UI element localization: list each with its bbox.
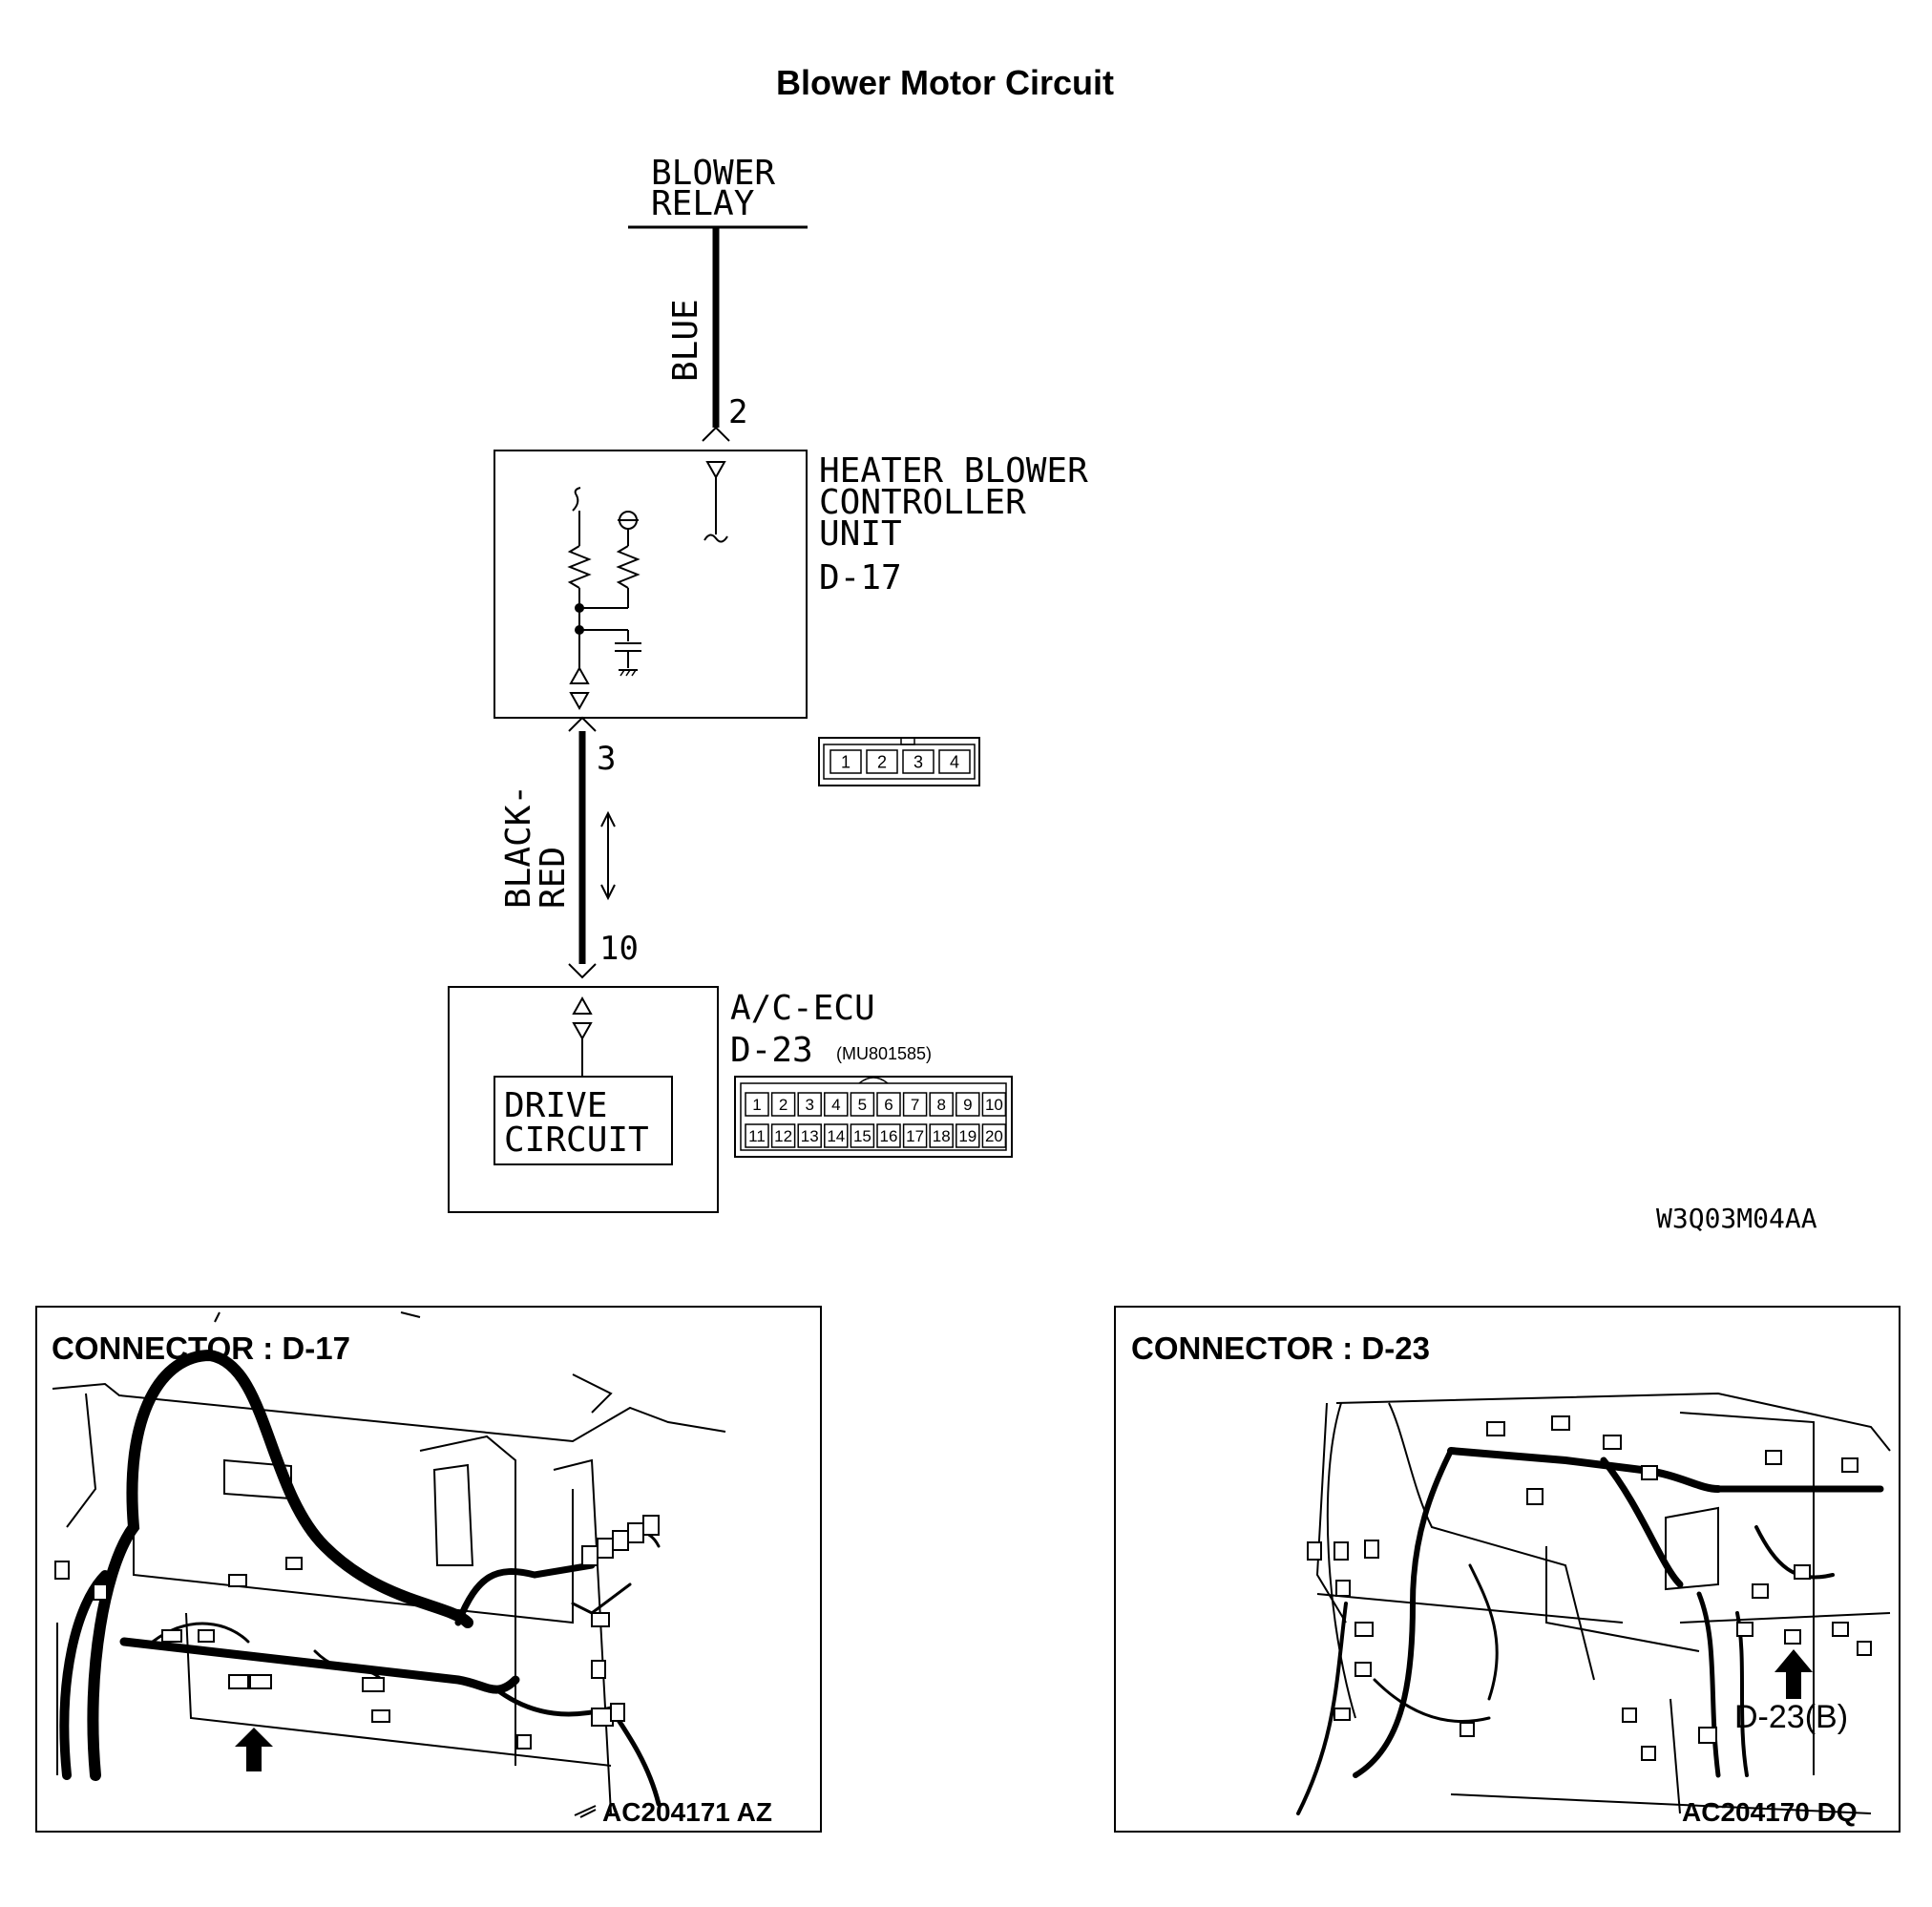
ecu-part-number: (MU801585): [836, 1044, 932, 1063]
wire-terminal-2: [702, 426, 730, 442]
ecu-terminal-10-out: [572, 1022, 593, 1041]
controller-terminal-3-out: [569, 692, 590, 711]
drive-circuit-line1: DRIVE: [504, 1086, 607, 1125]
d23-pin-15: 15: [853, 1127, 872, 1145]
connector-d17-panel-code: AC204171 AZ: [602, 1797, 772, 1827]
ecu-name: A/C-ECU: [730, 989, 875, 1028]
d23-pin-16: 16: [880, 1127, 898, 1145]
d23-pin-1: 1: [752, 1096, 761, 1114]
connector-blocks-left: [54, 1515, 660, 1750]
pin-3-label: 3: [597, 740, 616, 778]
connector-blocks-right: [1307, 1415, 1872, 1761]
pin-10-label: 10: [599, 930, 639, 968]
connector-d23-panel-label: CONNECTOR : D-23: [1131, 1331, 1430, 1366]
controller-label-line3: UNIT: [819, 514, 902, 554]
controller-code: D-17: [819, 558, 902, 597]
d23-location-arrow: [1774, 1649, 1813, 1699]
connector-d23-panel-code: AC204170 DQ: [1682, 1797, 1858, 1827]
wire-terminal-10: [568, 963, 597, 979]
ecu-terminal-10-in: [572, 995, 593, 1015]
dashboard-illustration-right: [1315, 1392, 1891, 1814]
d17-pin-2: 2: [877, 752, 887, 771]
d23-pin-19: 19: [958, 1127, 976, 1145]
d23-pin-13: 13: [801, 1127, 819, 1145]
d17-pin-4: 4: [950, 752, 959, 771]
d23-pin-18: 18: [933, 1127, 951, 1145]
d17-connector-face: 1 2 3 4: [818, 737, 980, 786]
d17-pin-1: 1: [841, 752, 850, 771]
d23-callout-label: D-23(B): [1734, 1699, 1848, 1735]
relay-label-line1: BLOWER: [651, 154, 775, 193]
d17-location-arrow: [235, 1728, 273, 1771]
ecu-box: [448, 986, 719, 1213]
controller-terminal-2: [705, 461, 726, 480]
controller-label-line2: CONTROLLER: [819, 483, 1026, 522]
d23-pin-2: 2: [779, 1096, 788, 1114]
wire-color-line1: BLACK-: [499, 785, 538, 909]
d23-pin-10: 10: [985, 1096, 1003, 1114]
diagram-code: W3Q03M04AA: [1656, 1203, 1817, 1234]
d23-pin-8: 8: [936, 1096, 945, 1114]
d23-pin-3: 3: [805, 1096, 813, 1114]
controller-box: [494, 450, 808, 719]
connector-d17-location-panel: CONNECTOR : D-17: [35, 1306, 822, 1833]
blue-wire-label: BLUE: [666, 299, 705, 382]
d23-pin-5: 5: [858, 1096, 867, 1114]
d23-pin-9: 9: [963, 1096, 972, 1114]
drive-circuit-box: [494, 1076, 673, 1165]
wire-terminal-3: [568, 716, 597, 732]
d23-pin-17: 17: [906, 1127, 924, 1145]
d23-pin-12: 12: [774, 1127, 792, 1145]
d17-pin-3: 3: [914, 752, 923, 771]
controller-output-wave: [704, 534, 728, 543]
d23-pin-11: 11: [748, 1127, 766, 1145]
connector-d23-location-panel: CONNECTOR : D-23: [1114, 1306, 1900, 1833]
ref-mark-icon: [574, 1805, 597, 1818]
page-title: Blower Motor Circuit: [775, 63, 1114, 102]
d23-pin-20: 20: [985, 1127, 1003, 1145]
drive-circuit-line2: CIRCUIT: [504, 1121, 649, 1160]
wire-color-line2: RED: [534, 847, 573, 909]
resistor-2: [616, 545, 640, 589]
d23-pin-6: 6: [884, 1096, 892, 1114]
d23-pin-7: 7: [911, 1096, 919, 1114]
pin-2-label: 2: [728, 393, 747, 431]
d23-pin-4: 4: [831, 1096, 840, 1114]
d23-pin-14: 14: [827, 1127, 845, 1145]
controller-terminal-3-in: [569, 665, 590, 684]
wire-harness-right: [1296, 1447, 1884, 1815]
resistor-1: [567, 545, 592, 589]
ecu-code: D-23: [730, 1031, 813, 1070]
controller-label-line1: HEATER BLOWER: [819, 451, 1088, 491]
relay-label-line2: RELAY: [651, 184, 755, 223]
